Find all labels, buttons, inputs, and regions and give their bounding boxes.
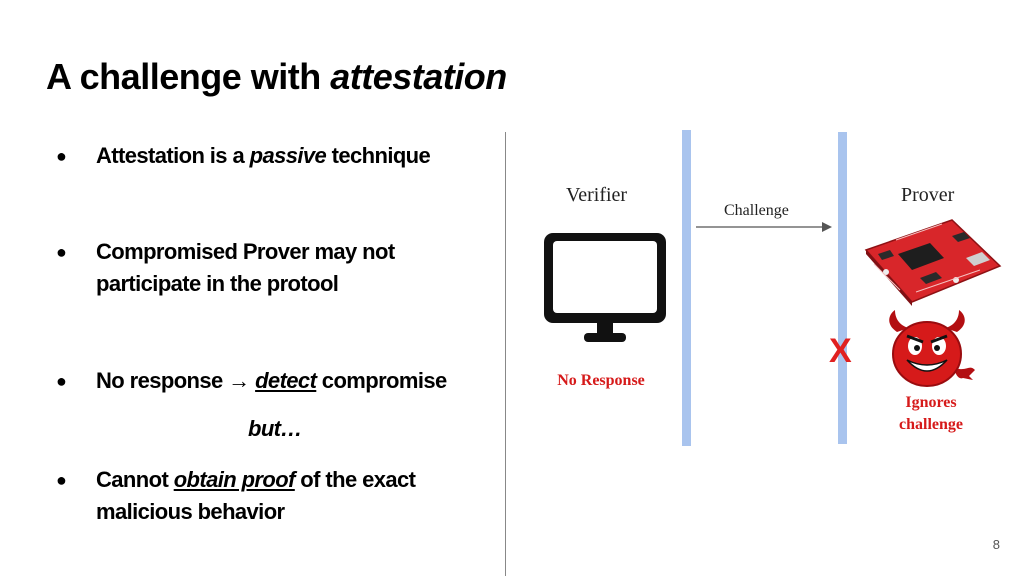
verifier-timeline bbox=[682, 130, 691, 446]
bullet-marker: ● bbox=[56, 371, 67, 391]
bullet-marker: ● bbox=[56, 146, 67, 166]
devil-icon bbox=[889, 310, 975, 387]
bullet-text: Attestation is a passive technique bbox=[96, 143, 431, 168]
bullet-text: No response → detect compromise bbox=[96, 368, 447, 393]
interjection: but… bbox=[248, 416, 302, 441]
prover-status-line: Ignores bbox=[905, 394, 957, 411]
monitor-icon bbox=[544, 233, 666, 342]
blocked-mark: X bbox=[829, 332, 852, 370]
bullet-marker: ● bbox=[56, 242, 67, 262]
prover-timeline bbox=[838, 132, 847, 444]
page-number: 8 bbox=[992, 537, 1000, 552]
circuit-board-icon bbox=[864, 219, 1002, 306]
no-response-label: No Response bbox=[557, 372, 645, 389]
challenge-label: Challenge bbox=[724, 202, 789, 219]
bullet-text: Compromised Prover may not participate i… bbox=[96, 239, 395, 296]
arrow-right-icon bbox=[696, 222, 832, 232]
prover-label: Prover bbox=[901, 184, 955, 206]
bullet-text: Cannot obtain proof of the exact malicio… bbox=[96, 467, 416, 524]
slide-title: A challenge with attestation bbox=[46, 56, 507, 98]
bullet-marker: ● bbox=[56, 470, 67, 490]
title-text: A challenge with bbox=[46, 56, 331, 97]
prover-status-line: challenge bbox=[899, 416, 963, 433]
title-emphasis: attestation bbox=[330, 56, 507, 97]
verifier-label: Verifier bbox=[566, 184, 628, 206]
vertical-divider bbox=[505, 132, 506, 576]
prover-status: Ignores challenge bbox=[880, 392, 982, 436]
